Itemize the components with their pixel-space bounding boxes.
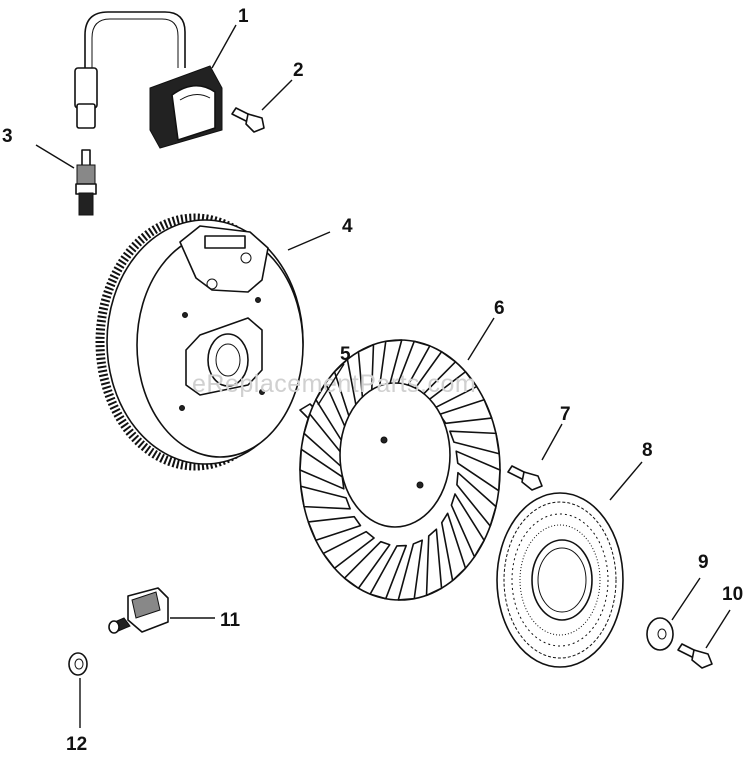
callout-10[interactable]: 10 xyxy=(722,584,743,605)
fan-blade xyxy=(307,515,362,542)
callout-3[interactable]: 3 xyxy=(2,126,13,147)
callout-2[interactable]: 2 xyxy=(293,60,304,81)
callout-12[interactable]: 12 xyxy=(66,734,87,755)
part-washer[interactable] xyxy=(646,617,674,651)
callout-8[interactable]: 8 xyxy=(642,440,653,461)
fan-blade xyxy=(449,430,501,455)
part-kill-switch[interactable] xyxy=(108,587,169,634)
part-screw-module[interactable] xyxy=(231,107,265,133)
watermark-text: eReplacementParts.com xyxy=(192,370,476,398)
fan-blade xyxy=(369,544,408,600)
callout-labels: 1 2 3 4 5 6 7 8 9 10 11 12 xyxy=(2,6,743,755)
fan-blade xyxy=(322,530,375,570)
fan-blade xyxy=(397,539,424,601)
part-fan-screw[interactable] xyxy=(507,465,543,491)
fan-blade xyxy=(450,493,485,558)
fan-blade xyxy=(440,512,467,582)
part-flywheel[interactable] xyxy=(95,213,304,471)
fan-blade xyxy=(425,528,443,597)
callout-1[interactable]: 1 xyxy=(238,6,249,27)
fan-blade xyxy=(455,450,501,492)
callout-7[interactable]: 7 xyxy=(560,404,571,425)
part-ignition-module[interactable] xyxy=(74,11,223,149)
callout-4[interactable]: 4 xyxy=(342,216,353,237)
callout-6[interactable]: 6 xyxy=(494,298,505,319)
fan-blade xyxy=(456,471,497,527)
callout-5[interactable]: 5 xyxy=(340,344,351,365)
part-screen-screw[interactable] xyxy=(677,643,713,669)
part-grass-screen[interactable] xyxy=(496,492,624,668)
callout-11[interactable]: 11 xyxy=(220,610,241,631)
part-spark-plug[interactable] xyxy=(75,149,97,216)
leader-lines xyxy=(35,24,731,728)
callout-9[interactable]: 9 xyxy=(698,552,709,573)
part-cooling-fan[interactable] xyxy=(299,339,501,601)
fan-blade xyxy=(299,485,351,510)
part-switch-nut[interactable] xyxy=(68,652,88,676)
fan-blade xyxy=(343,540,391,590)
